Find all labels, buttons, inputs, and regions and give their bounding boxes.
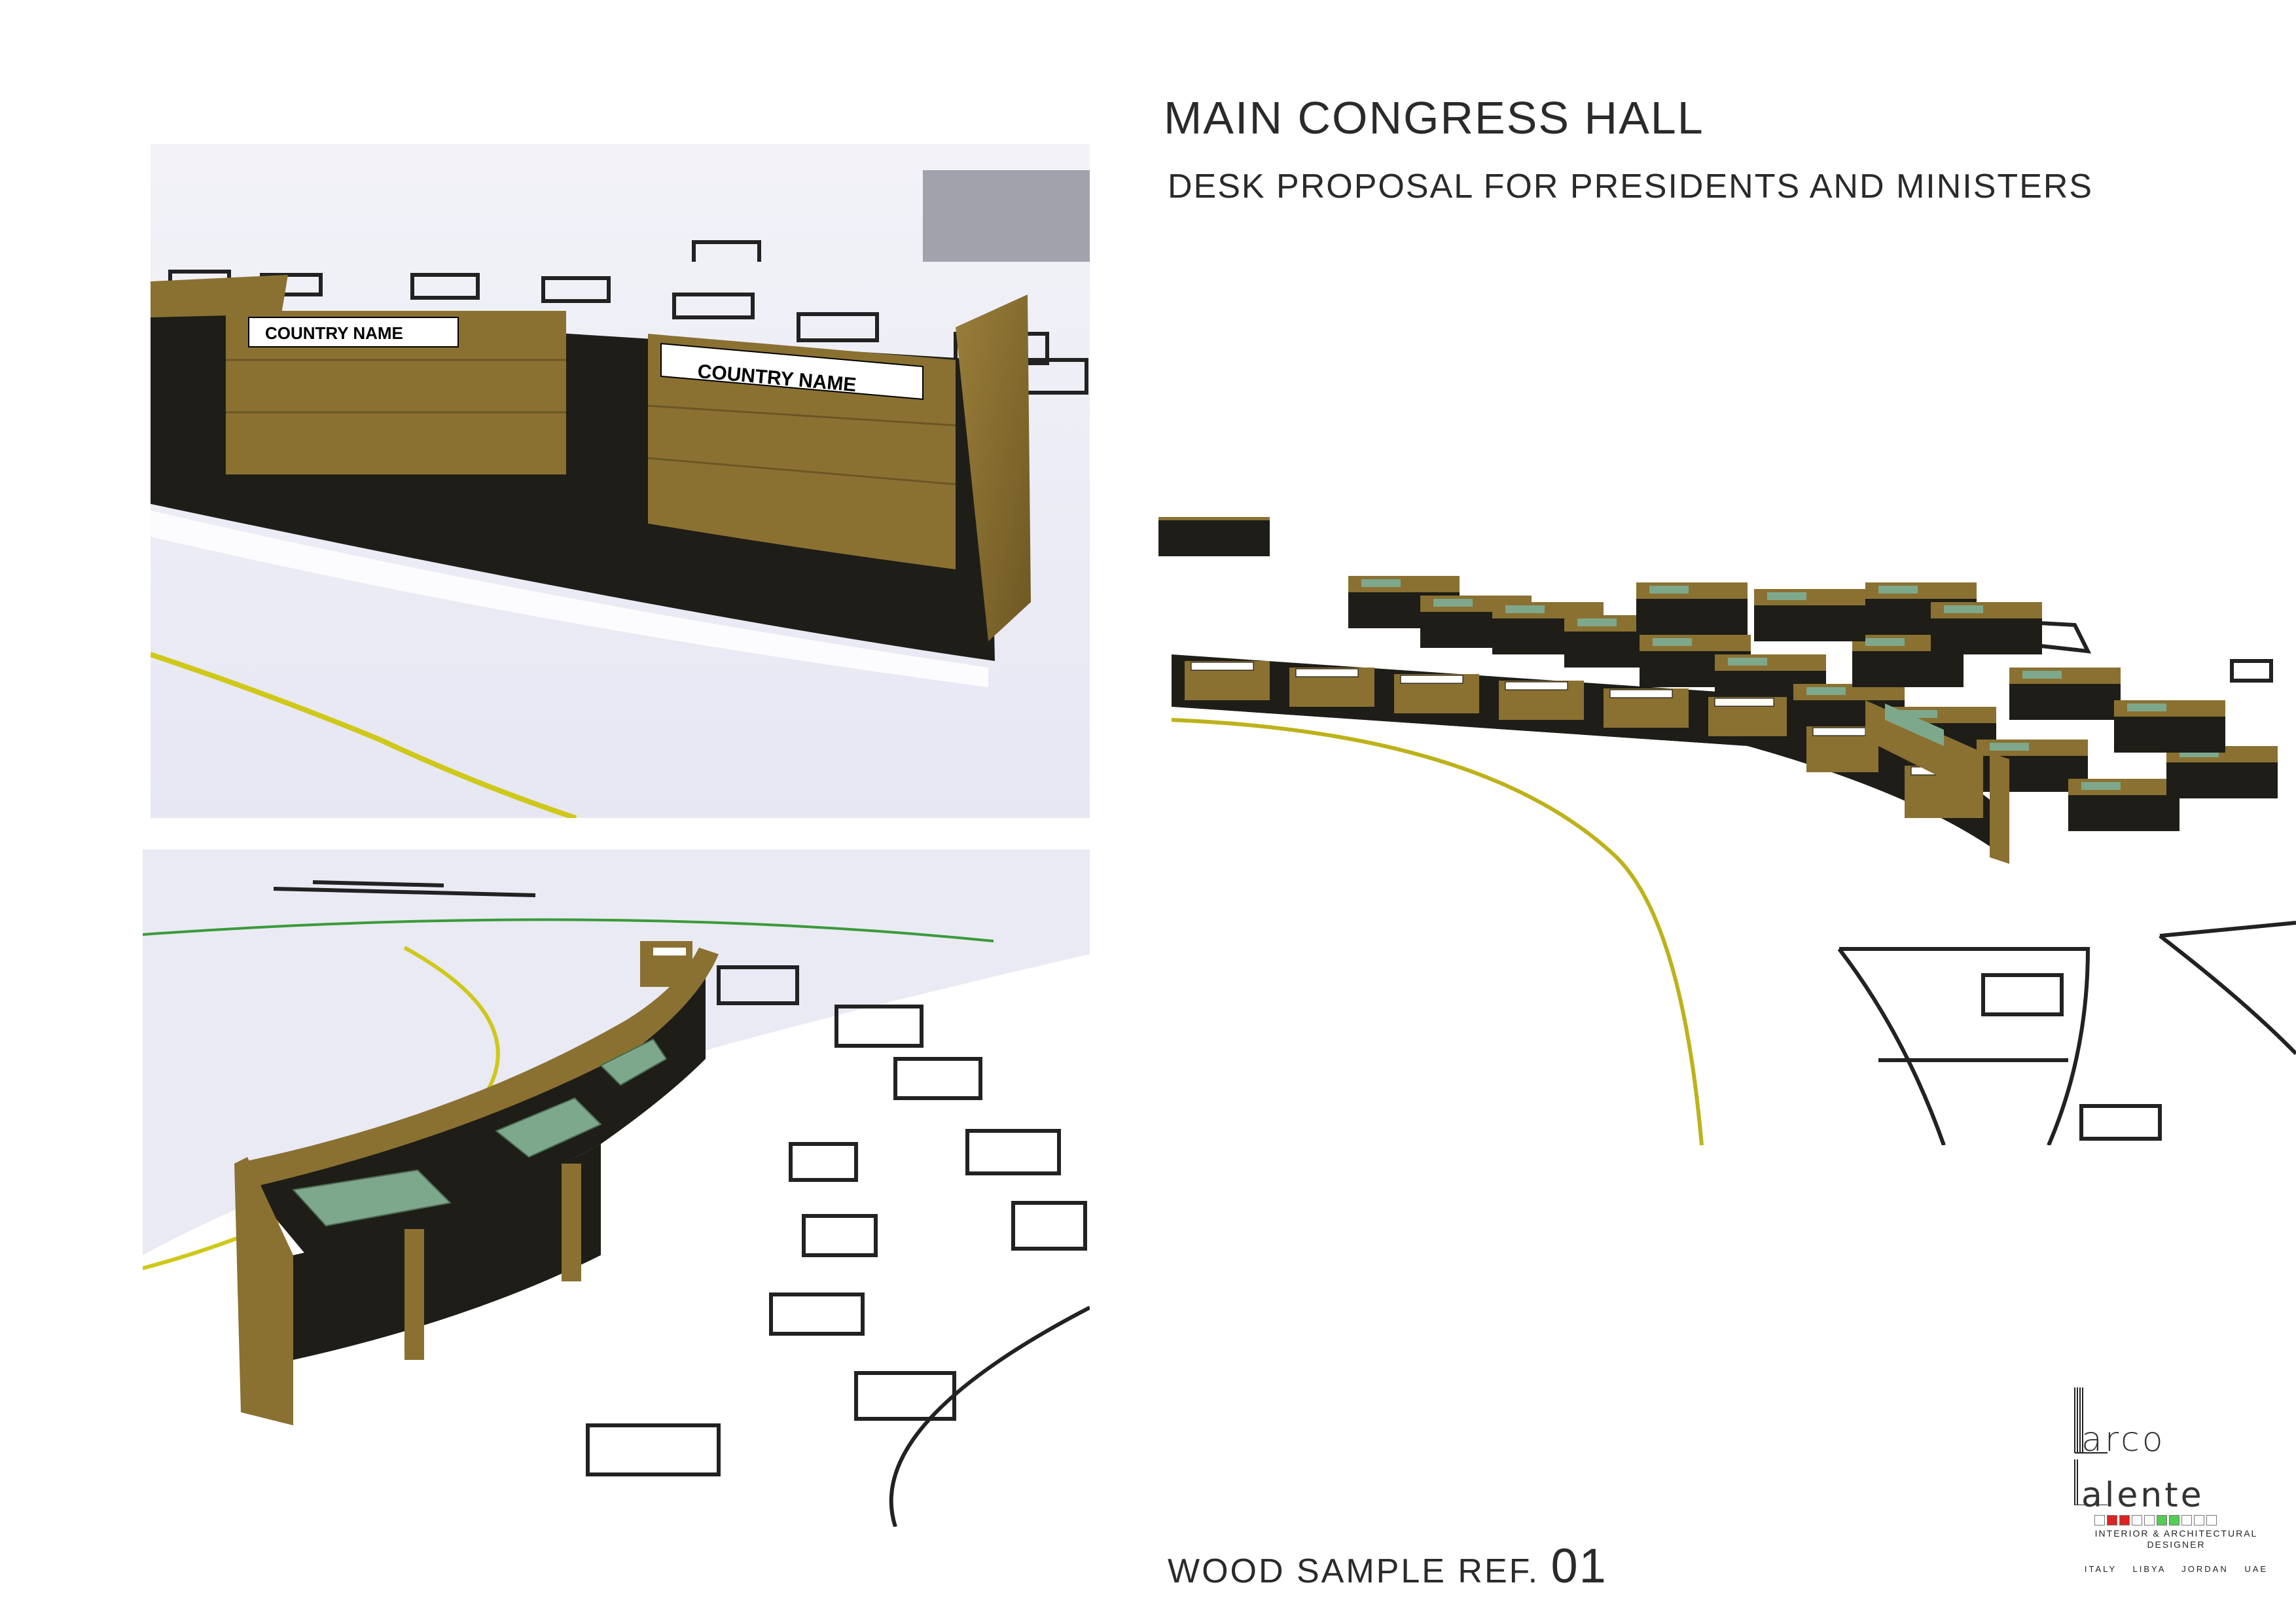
logo-countries: ITALY LIBYA JORDAN UAE	[2084, 1564, 2269, 1574]
wood-sample-number: 01	[1551, 1539, 1607, 1593]
logo-monogram-icon	[2074, 1387, 2108, 1505]
logo-color-squares	[2094, 1515, 2219, 1529]
wood-sample-label: WOOD SAMPLE REF.	[1168, 1552, 1540, 1590]
render-desk-front: COUNTRY NAME COUNTRY NAME	[151, 144, 1090, 818]
page-title: MAIN CONGRESS HALL	[1164, 92, 1704, 143]
logo-name-line2: alente	[2081, 1476, 2204, 1515]
render-desk-rear	[143, 849, 1090, 1527]
render-hall-overview	[1158, 517, 2296, 1145]
logo-name-line1: arco	[2081, 1420, 2166, 1459]
wood-sample-ref: WOOD SAMPLE REF. 01	[1168, 1538, 1607, 1594]
designer-logo: arco alente INTERIOR & ARCHITECTURAL DES…	[2068, 1374, 2284, 1590]
nameplate-1-text: COUNTRY NAME	[265, 323, 403, 343]
page-subtitle: DESK PROPOSAL FOR PRESIDENTS AND MINISTE…	[1168, 168, 2094, 205]
logo-tagline: INTERIOR & ARCHITECTURAL DESIGNER	[2094, 1528, 2258, 1550]
